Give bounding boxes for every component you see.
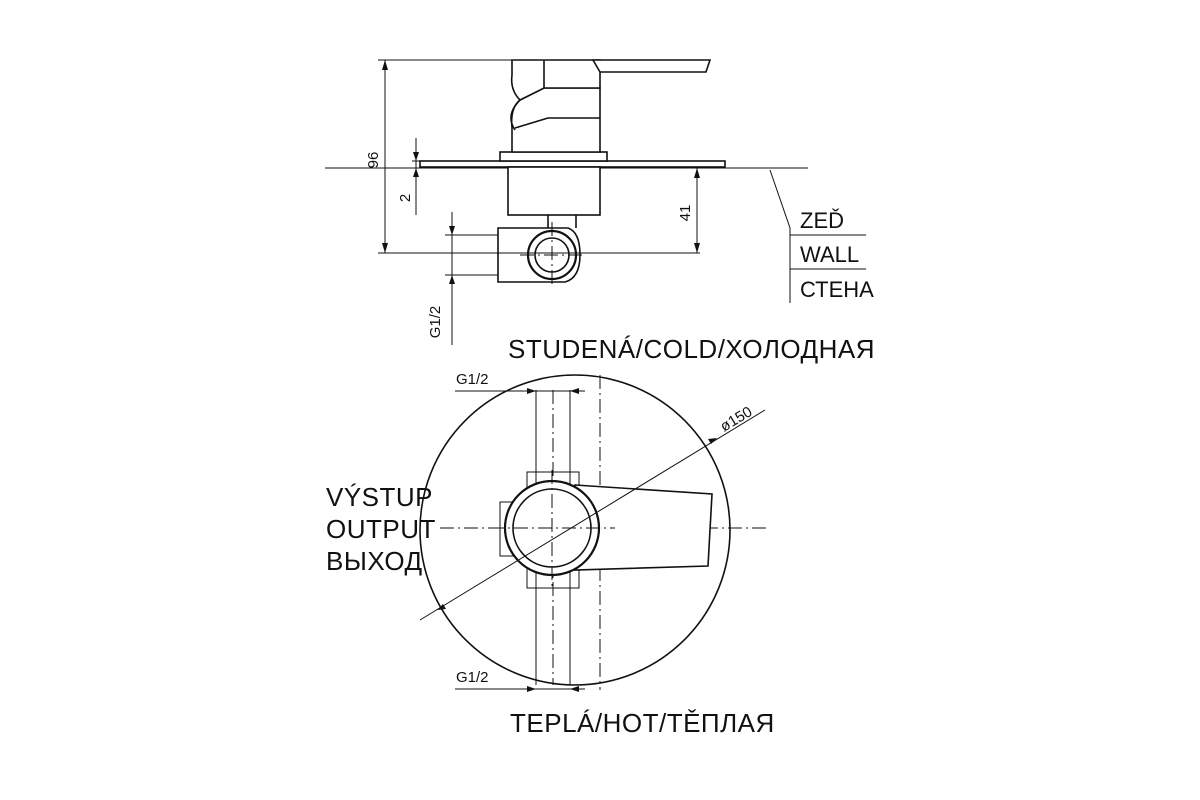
diameter-label: ø150 xyxy=(717,403,755,435)
side-view: 96 2 41 G1/2 ZEĎ WALL СТЕНА xyxy=(325,59,874,345)
dim-96-label: 96 xyxy=(365,152,382,169)
output-label-en: OUTPUT xyxy=(326,514,436,544)
body-curve xyxy=(510,99,521,131)
cover-plate-front xyxy=(419,374,731,686)
diameter-leader xyxy=(419,409,766,621)
wall-leader xyxy=(769,169,791,303)
wall-label-ru: СТЕНА xyxy=(800,277,874,302)
dim-g-top-label: G1/2 xyxy=(456,371,489,388)
output-label-ru: ВЫХОД xyxy=(326,546,423,576)
dim-41-label: 41 xyxy=(677,205,694,222)
dim-arrows-2 xyxy=(413,152,419,177)
cold-label: STUDENÁ/COLD/ХОЛОДНАЯ xyxy=(508,334,875,364)
wall-label-cz: ZEĎ xyxy=(800,208,844,233)
dim-g-bottom-label: G1/2 xyxy=(456,669,489,686)
lever-side xyxy=(510,59,601,101)
hot-label: TEPLÁ/HOT/TĚПЛАЯ xyxy=(510,708,775,738)
in-wall-body xyxy=(507,166,601,216)
wall-label-en: WALL xyxy=(800,242,859,267)
body-detail-2 xyxy=(514,117,549,129)
front-view: STUDENÁ/COLD/ХОЛОДНАЯ TEPLÁ/HOT/TĚПЛАЯ V… xyxy=(326,334,875,738)
collar xyxy=(499,151,608,162)
dim-2-label: 2 xyxy=(397,194,414,202)
lever-handle xyxy=(591,59,712,73)
output-label-cz: VÝSTUP xyxy=(326,482,433,512)
dim-g-side-label: G1/2 xyxy=(427,306,444,339)
cover-plate xyxy=(419,160,726,168)
dim-arrows-41 xyxy=(694,168,700,253)
